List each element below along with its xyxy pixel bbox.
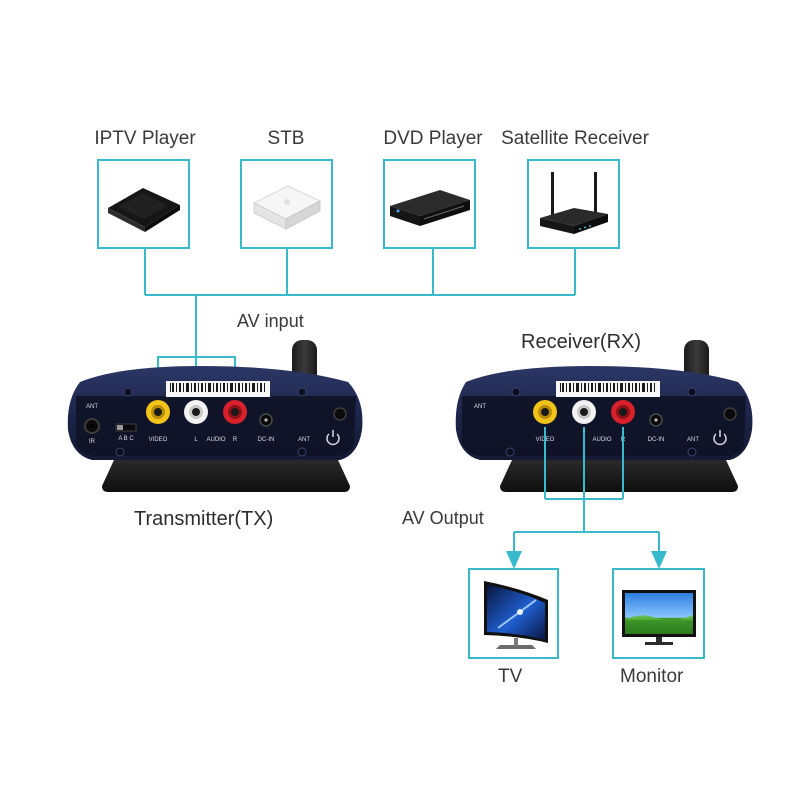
source-label-satellite: Satellite Receiver xyxy=(501,128,649,149)
source-box-satellite xyxy=(527,159,620,249)
av-input-label: AV input xyxy=(237,311,304,331)
source-box-dvd xyxy=(383,159,476,249)
rx-audio-text: AUDIO xyxy=(592,437,611,443)
rx-audio-right-jack xyxy=(611,400,635,424)
tx-ant-top-text: ANT xyxy=(86,404,98,410)
rx-video-jack xyxy=(533,400,557,424)
tx-video-jack xyxy=(146,400,170,424)
receiver-device: ANT VIDEO AUDIO R DC-IN ANT xyxy=(455,340,753,492)
source-label-iptv: IPTV Player xyxy=(94,128,196,149)
tx-ir-text: IR xyxy=(89,439,96,445)
tx-audio-left-jack xyxy=(184,400,208,424)
tx-audio-right-jack xyxy=(223,400,247,424)
tx-dc-in-text: DC-IN xyxy=(258,437,275,443)
tx-video-text: VIDEO xyxy=(149,437,168,443)
tx-audio-l-text: L xyxy=(194,437,198,443)
output-label-tv: TV xyxy=(498,666,523,687)
rx-power-icon xyxy=(713,430,727,446)
source-bus-connector xyxy=(144,248,576,401)
transmitter-title: Transmitter(TX) xyxy=(134,508,274,530)
rx-ant-top-text: ANT xyxy=(474,404,486,410)
output-box-tv xyxy=(468,568,559,659)
output-box-monitor xyxy=(612,568,705,659)
tx-ant-text: ANT xyxy=(298,437,310,443)
tx-power-icon xyxy=(326,430,340,446)
source-label-stb: STB xyxy=(267,128,305,149)
tx-audio-r-text: R xyxy=(233,437,238,443)
output-label-monitor: Monitor xyxy=(620,666,684,687)
receiver-title: Receiver(RX) xyxy=(521,331,642,353)
rx-audio-left-jack xyxy=(572,400,596,424)
av-output-label: AV Output xyxy=(402,508,484,528)
source-box-stb xyxy=(240,159,333,249)
rx-dc-in-text: DC-IN xyxy=(648,437,665,443)
transmitter-device: ANT IR A B C VIDEO L xyxy=(67,340,363,492)
tx-audio-text: AUDIO xyxy=(206,437,225,443)
tx-switch-text: A B C xyxy=(118,436,134,442)
rx-ant-text: ANT xyxy=(687,437,699,443)
source-label-dvd: DVD Player xyxy=(383,128,483,149)
output-connector xyxy=(506,427,667,569)
source-box-iptv xyxy=(97,159,190,249)
